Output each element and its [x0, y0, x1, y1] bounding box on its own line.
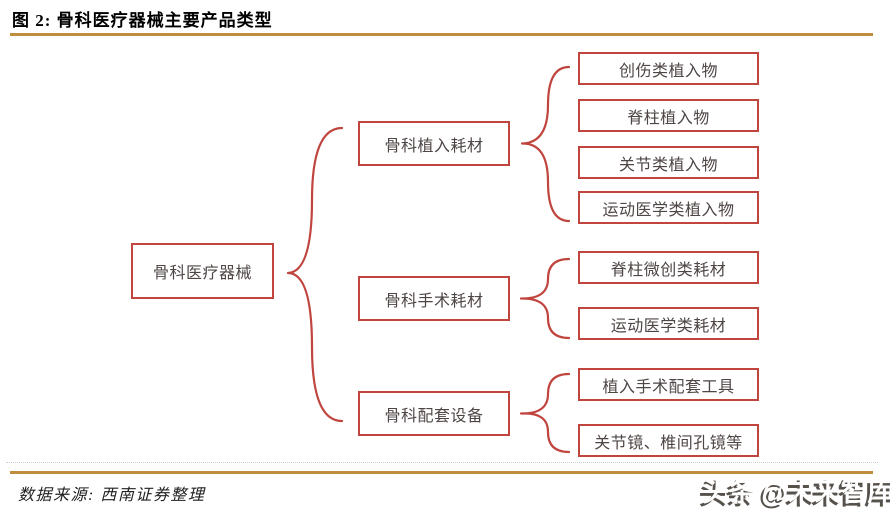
root-brace — [286, 126, 344, 423]
node-branch-surgical-consumables: 骨科手术耗材 — [358, 276, 510, 321]
node-branch-implant-consumables: 骨科植入耗材 — [358, 121, 510, 166]
node-leaf-arthroscope-endoscope: 关节镜、椎间孔镜等 — [578, 424, 759, 457]
data-source-note: 数据来源: 西南证券整理 — [18, 487, 206, 504]
title-divider-line — [10, 33, 873, 36]
node-leaf-spine-minimally-invasive: 脊柱微创类耗材 — [578, 251, 759, 284]
footer-divider-line — [10, 471, 873, 474]
equipment-branch-brace — [519, 372, 571, 454]
footer-dotted-divider — [6, 462, 878, 463]
implant-branch-brace — [520, 65, 571, 223]
node-leaf-sports-medicine-consumables: 运动医学类耗材 — [578, 307, 759, 340]
node-leaf-spine-implants: 脊柱植入物 — [578, 99, 759, 132]
node-leaf-joint-implants: 关节类植入物 — [578, 146, 759, 179]
node-branch-supporting-equipment: 骨科配套设备 — [358, 391, 510, 436]
surgical-branch-brace — [519, 257, 571, 340]
node-leaf-trauma-implants: 创伤类植入物 — [578, 52, 759, 85]
figure-title: 图 2: 骨科医疗器械主要产品类型 — [12, 11, 273, 30]
node-leaf-implant-surgery-tools: 植入手术配套工具 — [578, 368, 759, 401]
toutiao-watermark: 头条 @未来智库 — [702, 477, 890, 507]
node-root: 骨科医疗器械 — [131, 243, 274, 299]
node-leaf-sports-medicine-implants: 运动医学类植入物 — [578, 191, 759, 224]
